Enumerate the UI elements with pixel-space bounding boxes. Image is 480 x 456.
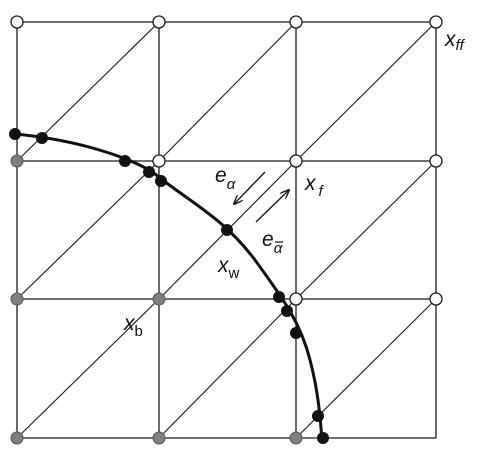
open-node — [152, 154, 166, 168]
open-node — [429, 154, 443, 168]
label-e-alpha-bar: eα — [262, 228, 283, 257]
interface-point — [290, 327, 302, 339]
cell-diagonal — [158, 21, 297, 162]
interface-point — [273, 291, 285, 303]
interface-point — [155, 175, 167, 187]
cell-diagonal — [158, 298, 297, 439]
open-node — [429, 292, 443, 306]
open-node — [289, 15, 303, 29]
interface-curve — [14, 132, 324, 441]
cell-diagonal — [16, 298, 160, 439]
open-node — [289, 292, 303, 306]
interface-point — [281, 305, 293, 317]
gray-node — [152, 431, 166, 445]
interface-point — [221, 224, 233, 236]
gray-node — [152, 292, 166, 306]
cell-diagonal — [16, 160, 160, 300]
interface-point — [36, 132, 48, 144]
interface-point — [119, 155, 131, 167]
interface-point — [143, 166, 155, 178]
interface-point — [9, 128, 21, 140]
label-x-ff: xff — [444, 28, 466, 54]
label-x-b: xb — [123, 312, 143, 340]
gray-node — [10, 154, 24, 168]
gray-node — [10, 431, 24, 445]
cell-diagonal — [295, 21, 437, 162]
interface-point — [317, 432, 329, 444]
label-e-alpha: eα — [215, 164, 236, 193]
interface-points — [9, 128, 329, 444]
cell-diagonal — [295, 160, 437, 300]
open-node — [289, 154, 303, 168]
open-node — [152, 15, 166, 29]
gray-node — [289, 431, 303, 445]
open-node — [429, 15, 443, 29]
e-alpha-arrow — [234, 171, 266, 204]
gray-node — [10, 292, 24, 306]
e-alpha-bar-arrow — [255, 190, 289, 223]
grid-lines — [16, 21, 437, 439]
interface-point — [312, 410, 324, 422]
open-node — [10, 15, 24, 29]
label-x-w: xw — [217, 254, 240, 282]
grid-nodes — [10, 15, 443, 445]
